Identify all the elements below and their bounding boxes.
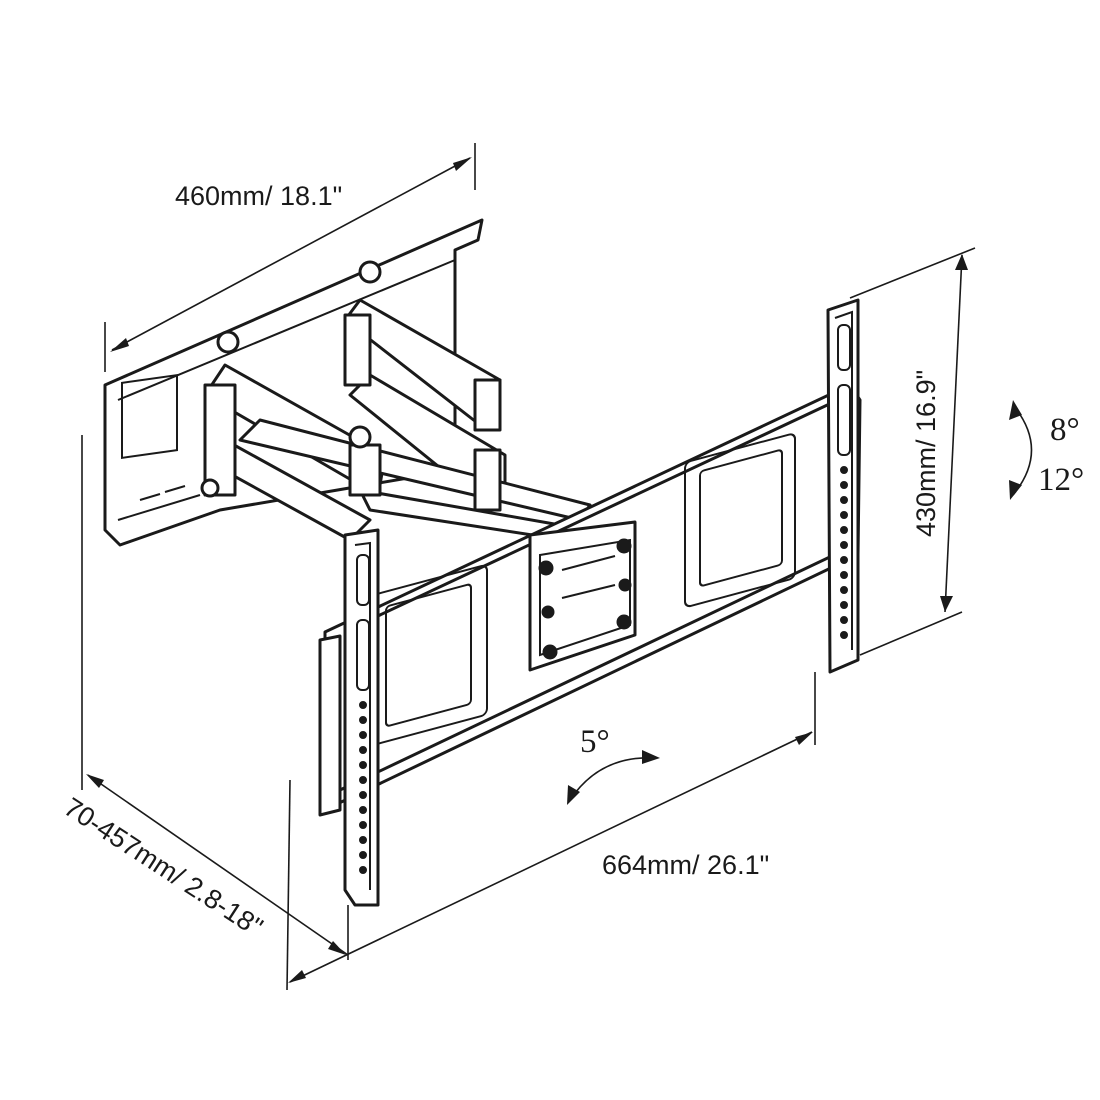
dimension-bottom bbox=[286, 672, 816, 991]
dimension-top bbox=[104, 143, 476, 372]
swivel-label: 5° bbox=[580, 724, 610, 760]
right-vertical-rail bbox=[826, 298, 860, 674]
dimension-right bbox=[849, 247, 976, 656]
tilt-down-label: 12° bbox=[1038, 462, 1084, 498]
dimension-label-top: 460mm/ 18.1" bbox=[175, 181, 342, 211]
articulating-arms bbox=[200, 260, 592, 542]
tilt-up-label: 8° bbox=[1050, 412, 1080, 448]
tilt-plate bbox=[528, 520, 637, 672]
dimension-label-left: 70-457mm/ 2.8-18" bbox=[59, 792, 268, 943]
tilt-arrow bbox=[1009, 400, 1033, 500]
dimension-label-bottom: 664mm/ 26.1" bbox=[602, 850, 769, 880]
swivel-arrow bbox=[567, 750, 660, 805]
left-vertical-rail bbox=[318, 528, 380, 907]
dimension-left bbox=[81, 435, 349, 960]
dimension-label-right: 430mm/ 16.9" bbox=[911, 370, 941, 537]
